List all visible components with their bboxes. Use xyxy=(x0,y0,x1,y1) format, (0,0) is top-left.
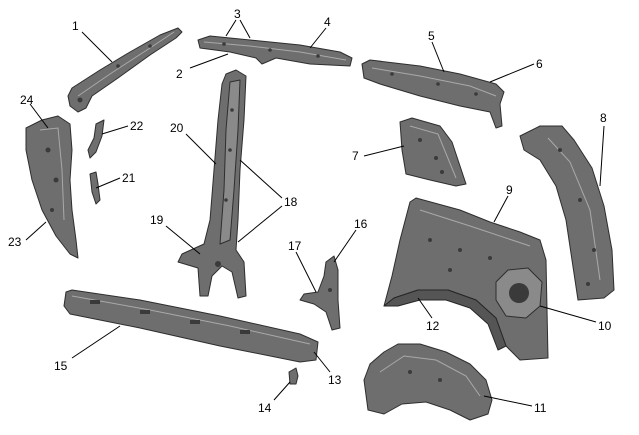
callout-6: 6 xyxy=(536,57,543,71)
leader-10 xyxy=(539,305,597,323)
part-15-rocker-panel xyxy=(63,289,319,363)
leader-1 xyxy=(81,31,113,63)
leader-18a xyxy=(239,159,283,199)
leader-3a xyxy=(225,19,237,37)
part-5-6-roof-rail-rear xyxy=(361,59,505,129)
callout-20: 20 xyxy=(170,121,184,135)
part-11-wheelhouse xyxy=(363,343,493,421)
callout-13: 13 xyxy=(328,373,342,387)
part-16-17-bracket xyxy=(299,255,341,331)
leader-7 xyxy=(363,145,405,157)
part-8-d-pillar xyxy=(519,125,615,301)
callout-4: 4 xyxy=(324,15,331,29)
leader-14 xyxy=(273,381,291,401)
leader-17 xyxy=(295,251,317,293)
callout-10: 10 xyxy=(598,319,612,333)
callout-labels: 1 2 3 4 5 6 7 8 9 10 11 12 13 14 15 16 1… xyxy=(8,7,612,415)
callout-11: 11 xyxy=(534,401,547,415)
callout-2: 2 xyxy=(176,67,183,81)
callout-23: 23 xyxy=(8,235,22,249)
part-14-clip xyxy=(288,367,299,385)
callout-1: 1 xyxy=(72,19,79,33)
leader-4 xyxy=(309,27,327,49)
callout-24: 24 xyxy=(20,93,34,107)
callout-16: 16 xyxy=(354,217,368,231)
leader-24 xyxy=(29,103,49,129)
callout-19: 19 xyxy=(150,213,164,227)
leader-3b xyxy=(239,19,251,39)
part-21-bracket xyxy=(89,171,101,205)
leader-lines xyxy=(25,19,605,407)
leader-9 xyxy=(493,195,509,223)
leader-13 xyxy=(313,351,331,373)
callout-5: 5 xyxy=(428,29,435,43)
part-23-24-hinge-pillar xyxy=(25,115,79,259)
leader-6 xyxy=(489,63,535,83)
leader-5 xyxy=(431,41,445,73)
callout-12: 12 xyxy=(426,319,440,333)
part-1-a-pillar-upper xyxy=(67,27,183,113)
callout-21: 21 xyxy=(122,171,136,185)
leader-12 xyxy=(417,297,433,319)
leader-23 xyxy=(25,221,47,241)
part-22-bracket xyxy=(87,119,105,159)
leader-19 xyxy=(165,225,201,255)
callout-8: 8 xyxy=(600,111,607,125)
leader-21 xyxy=(95,177,121,189)
callout-9: 9 xyxy=(506,183,513,197)
callout-14: 14 xyxy=(258,401,272,415)
callout-22: 22 xyxy=(130,119,144,133)
leader-2 xyxy=(189,53,229,69)
part-9-quarter-inner-panel xyxy=(383,197,549,361)
leader-18b xyxy=(237,205,283,243)
leader-15 xyxy=(71,325,121,359)
leader-22 xyxy=(101,125,129,135)
callout-3: 3 xyxy=(234,7,241,21)
leader-20 xyxy=(185,133,217,165)
leader-8 xyxy=(599,125,605,187)
callout-15: 15 xyxy=(54,359,68,373)
callout-7: 7 xyxy=(352,149,359,163)
part-7-bracket-plate xyxy=(399,117,467,187)
callout-17: 17 xyxy=(288,239,302,253)
callout-18: 18 xyxy=(284,195,298,209)
part-18-20-b-pillar xyxy=(177,69,247,299)
part-3-4-roof-rail-front xyxy=(197,35,353,67)
leader-11 xyxy=(483,395,533,407)
leader-16 xyxy=(333,229,357,263)
